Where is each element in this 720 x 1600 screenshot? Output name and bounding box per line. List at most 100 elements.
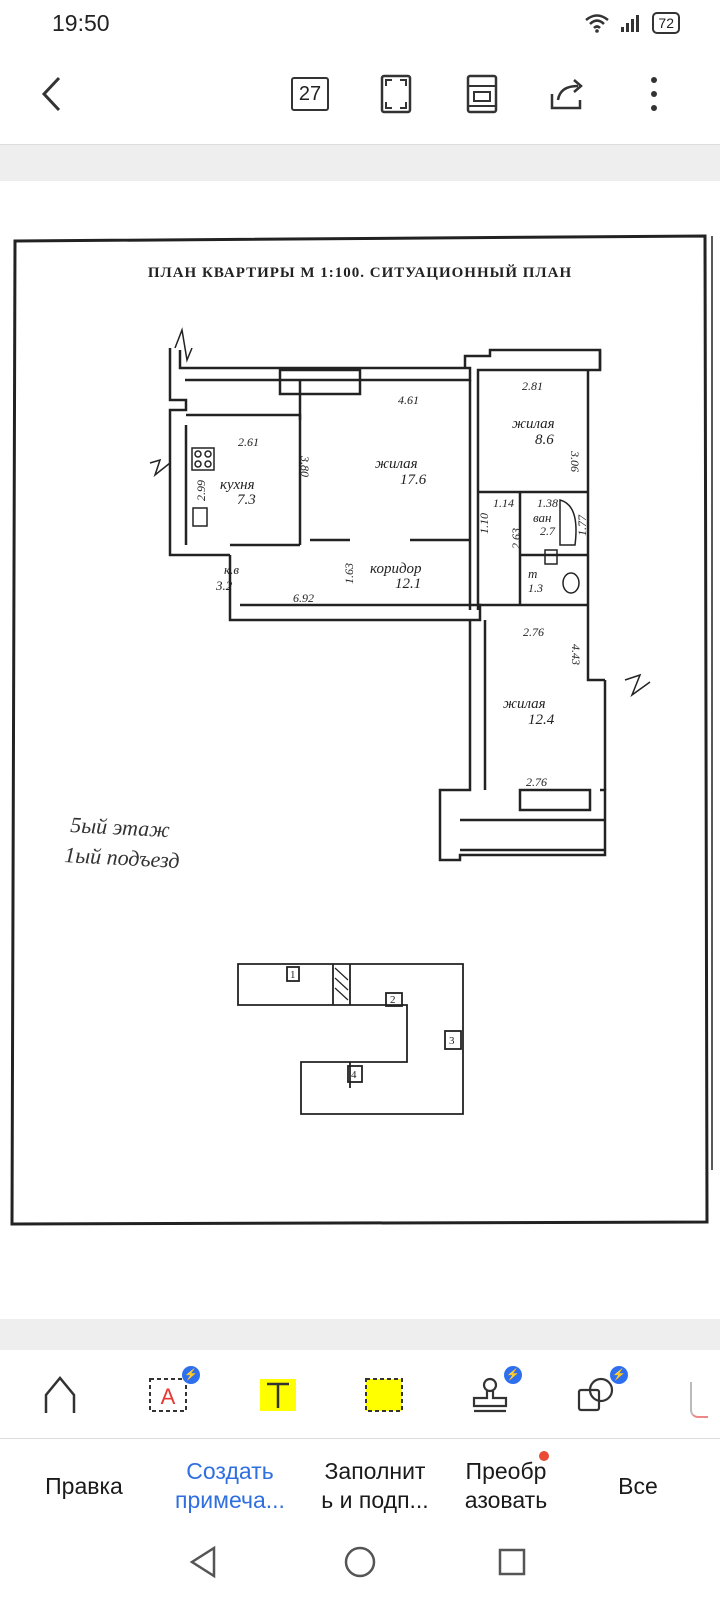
shapes-tool-button[interactable]: ⚡ xyxy=(566,1366,628,1420)
more-vertical-icon xyxy=(651,77,657,111)
share-arrow-icon xyxy=(550,79,583,110)
tool-badge-icon: ⚡ xyxy=(610,1366,628,1384)
chevron-left-icon xyxy=(41,76,61,112)
room-area-living-3: 12.4 xyxy=(528,712,555,728)
room-area-kitchen: 7.3 xyxy=(237,492,256,508)
situation-plan xyxy=(237,963,464,1115)
stove-drawing xyxy=(191,447,215,527)
room-name-closet: к.в xyxy=(224,562,239,577)
page-layout-icon xyxy=(466,74,498,114)
nav-back-icon[interactable] xyxy=(188,1545,218,1579)
plan-header: ПЛАН КВАРТИРЫ М 1:100. СИТУАЦИОННЫЙ ПЛАН xyxy=(148,264,572,281)
room-area-bath: 2.7 xyxy=(540,524,556,538)
dimension: 1.14 xyxy=(493,496,514,510)
status-icons: 72 xyxy=(584,12,680,34)
dimension: 1.10 xyxy=(477,513,491,534)
dimension: 2.99 xyxy=(194,480,208,501)
dimension: 1.38 xyxy=(537,496,558,510)
status-bar: 19:50 72 xyxy=(0,0,720,48)
tool-badge-icon: ⚡ xyxy=(182,1366,200,1384)
tab-all[interactable]: Все xyxy=(618,1472,658,1499)
dimension: 6.92 xyxy=(293,591,314,605)
battery-indicator: 72 xyxy=(652,12,680,34)
room-area-corridor: 12.1 xyxy=(395,576,421,592)
more-button[interactable] xyxy=(626,66,682,122)
nav-home-icon[interactable] xyxy=(343,1545,377,1579)
text-box-icon: A xyxy=(149,1378,187,1412)
text-highlight-tool-button[interactable] xyxy=(248,1370,308,1420)
back-button[interactable] xyxy=(24,66,80,122)
notification-dot xyxy=(539,1451,549,1461)
page-number-button[interactable]: 27 xyxy=(282,66,338,122)
tool-badge-icon: ⚡ xyxy=(504,1366,522,1384)
floor-note: 5ый этаж xyxy=(70,812,171,842)
area-highlight-tool-button[interactable] xyxy=(354,1370,414,1420)
situation-labels: 1 2 3 4 xyxy=(290,969,455,1081)
room-name-living-1: жилая xyxy=(375,456,418,472)
dimension: 2.76 xyxy=(523,625,544,639)
stamp-tool-button[interactable]: ⚡ xyxy=(460,1366,522,1420)
text-highlight-icon xyxy=(260,1379,296,1411)
edit-pen-icon xyxy=(44,1376,76,1413)
clock: 19:50 xyxy=(52,10,110,36)
annotation-tools: A ⚡ ⚡ ⚡ xyxy=(0,1350,720,1439)
more-tools-edge[interactable] xyxy=(690,1382,708,1418)
dimension: 2.61 xyxy=(238,435,259,449)
dimension: 3.06 xyxy=(568,450,582,472)
system-nav-bar xyxy=(0,1533,720,1600)
tab-edit[interactable]: Правка xyxy=(45,1472,123,1499)
bath-fixtures xyxy=(544,499,580,594)
dimension: 3.80 xyxy=(298,455,312,477)
situation-label: 2 xyxy=(390,994,396,1006)
room-labels: кухня 7.3 жилая 17.6 жилая 8.6 ван 2.7 т… xyxy=(215,416,556,728)
situation-label: 3 xyxy=(449,1035,455,1047)
text-box-tool-button[interactable]: A ⚡ xyxy=(138,1366,200,1420)
area-highlight-icon xyxy=(365,1378,403,1412)
fullscreen-button[interactable] xyxy=(368,66,424,122)
room-area-closet: 3.2 xyxy=(215,578,233,593)
share-button[interactable] xyxy=(540,66,596,122)
entrance-note: 1ый подъезд xyxy=(64,842,180,873)
dimension: 4.43 xyxy=(569,644,583,665)
page-number: 27 xyxy=(291,77,329,111)
page-gap-bottom xyxy=(0,1319,720,1350)
room-name-toilet: т xyxy=(528,566,537,581)
room-name-corridor: коридор xyxy=(370,561,422,577)
dimension: 1.63 xyxy=(342,563,356,584)
room-area-living-1: 17.6 xyxy=(400,472,427,488)
crop-corners-icon xyxy=(380,74,412,114)
svg-text:A: A xyxy=(161,1384,176,1409)
shapes-icon xyxy=(577,1377,614,1412)
room-name-bath: ван xyxy=(533,510,552,525)
room-area-toilet: 1.3 xyxy=(528,581,543,595)
layout-button[interactable] xyxy=(454,66,510,122)
pen-tool-button[interactable] xyxy=(30,1370,90,1420)
floor-plan-scan: ПЛАН КВАРТИРЫ М 1:100. СИТУАЦИОННЫЙ ПЛАН xyxy=(10,234,713,1226)
dimension: 2.81 xyxy=(522,379,543,393)
dimension: 1.77 xyxy=(575,514,589,536)
room-name-living-2: жилая xyxy=(512,416,555,432)
stamp-icon xyxy=(472,1377,508,1413)
room-area-living-2: 8.6 xyxy=(535,432,554,448)
situation-label: 4 xyxy=(351,1069,357,1081)
dimension: 4.61 xyxy=(398,393,419,407)
dimension: 2.63 xyxy=(509,528,523,549)
situation-label: 1 xyxy=(290,969,296,981)
wifi-icon xyxy=(585,14,610,33)
page-gap-top xyxy=(0,145,720,181)
dimension-labels: 4.61 2.81 2.61 3.80 2.99 3.06 1.38 1.14 … xyxy=(194,379,589,789)
dimension: 2.76 xyxy=(526,775,547,789)
room-name-kitchen: кухня xyxy=(220,477,255,493)
nav-recents-icon[interactable] xyxy=(497,1547,527,1577)
apartment-walls xyxy=(149,327,651,862)
document-page[interactable]: ПЛАН КВАРТИРЫ М 1:100. СИТУАЦИОННЫЙ ПЛАН xyxy=(0,181,720,1319)
top-toolbar: 27 xyxy=(0,48,720,145)
room-name-living-3: жилая xyxy=(503,696,546,712)
signal-icon xyxy=(621,15,640,32)
